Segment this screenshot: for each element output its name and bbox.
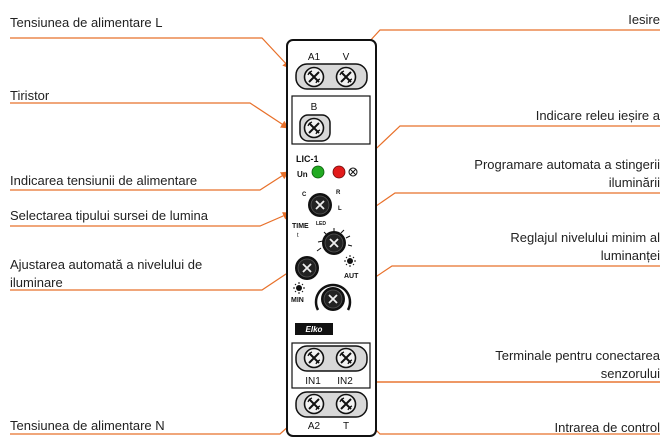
screw-in2-icon[interactable]: [335, 347, 357, 369]
label-supply-n: Tensiunea de alimentare N: [10, 418, 165, 433]
label-output: Iesire: [628, 12, 660, 27]
label-sensor-terminals-2: senzorului: [600, 366, 660, 381]
screw-b-icon[interactable]: [303, 117, 325, 139]
light-source-knob[interactable]: [307, 192, 333, 218]
brand-logo: Elko: [306, 325, 323, 334]
label-control-input: Intrarea de control: [554, 420, 660, 435]
screw-a2-icon[interactable]: [303, 393, 325, 415]
min-level-knob[interactable]: [320, 286, 346, 312]
leader-control: [361, 415, 660, 435]
leader-supply-l: [10, 37, 291, 69]
leader-auto-off: [349, 192, 660, 225]
leader-output: [357, 29, 660, 55]
relay-led: [332, 165, 346, 179]
terminal-b-label: B: [311, 102, 318, 113]
aut-label: AUT: [344, 273, 359, 280]
leader-auto-level: [10, 267, 296, 291]
supply-led: [311, 165, 325, 179]
leader-supply-n: [10, 415, 301, 435]
label-supply-indicator: Indicarea tensiunii de alimentare: [10, 173, 198, 188]
label-min-level-2: luminanței: [600, 248, 660, 263]
terminal-a1-label: A1: [308, 52, 321, 63]
aut-sun-icon: [344, 255, 356, 267]
label-sensor-terminals-1: Terminale pentru conectarea: [495, 348, 660, 363]
leader-light-source: [10, 212, 291, 227]
min-scale-arc: [314, 283, 352, 311]
relay-symbol-icon: [348, 167, 358, 177]
screw-a1-icon[interactable]: [303, 66, 325, 88]
label-auto-off-1: Programare automata a stingerii: [474, 157, 660, 172]
model-label: LIC-1: [296, 154, 319, 164]
min-sun-icon: [293, 282, 305, 294]
min-label: MIN: [291, 297, 304, 304]
label-relay-indicator: Indicare releu ieșire a: [535, 108, 660, 123]
label-light-source-select: Selectarea tipului sursei de lumina: [10, 208, 208, 223]
terminal-a2-label: A2: [308, 421, 321, 432]
knob1-c-label: C: [302, 192, 307, 198]
time-label: TIME: [292, 223, 309, 230]
terminal-t-label: T: [343, 421, 349, 432]
label-auto-level-1: Ajustarea automată a nivelului de: [10, 257, 203, 272]
knob1-r-label: R: [336, 190, 341, 196]
time-t-label: t: [297, 233, 299, 239]
knob1-l-label: L: [338, 206, 342, 212]
time-knob[interactable]: [321, 230, 347, 256]
leader-supply-indicator: [10, 171, 289, 191]
label-supply-l: Tensiunea de alimentare L: [10, 15, 163, 30]
auto-level-knob[interactable]: [294, 255, 320, 281]
screw-in1-icon[interactable]: [303, 347, 325, 369]
label-min-level-1: Reglajul nivelului minim al: [510, 230, 660, 245]
lic1-device: A1 V B LIC-1 Un C R L LED TIME t: [286, 39, 377, 437]
brand-plate: [295, 323, 333, 335]
leader-min-level: [346, 265, 660, 297]
time-scale-ticks: [316, 228, 353, 252]
leader-relay: [361, 125, 660, 163]
leader-thyristor: [10, 102, 289, 129]
screw-t-icon[interactable]: [335, 393, 357, 415]
terminal-v-label: V: [343, 52, 350, 63]
leader-sensor-2: [342, 364, 660, 383]
label-thyristor: Tiristor: [10, 88, 50, 103]
terminal-in1-label: IN1: [305, 376, 321, 387]
un-label: Un: [297, 170, 308, 179]
knob1-led-label: LED: [316, 221, 326, 227]
label-auto-level-2: iluminare: [10, 275, 63, 290]
terminal-in2-label: IN2: [337, 376, 353, 387]
screw-v-icon[interactable]: [335, 66, 357, 88]
label-auto-off-2: iluminării: [608, 175, 660, 190]
